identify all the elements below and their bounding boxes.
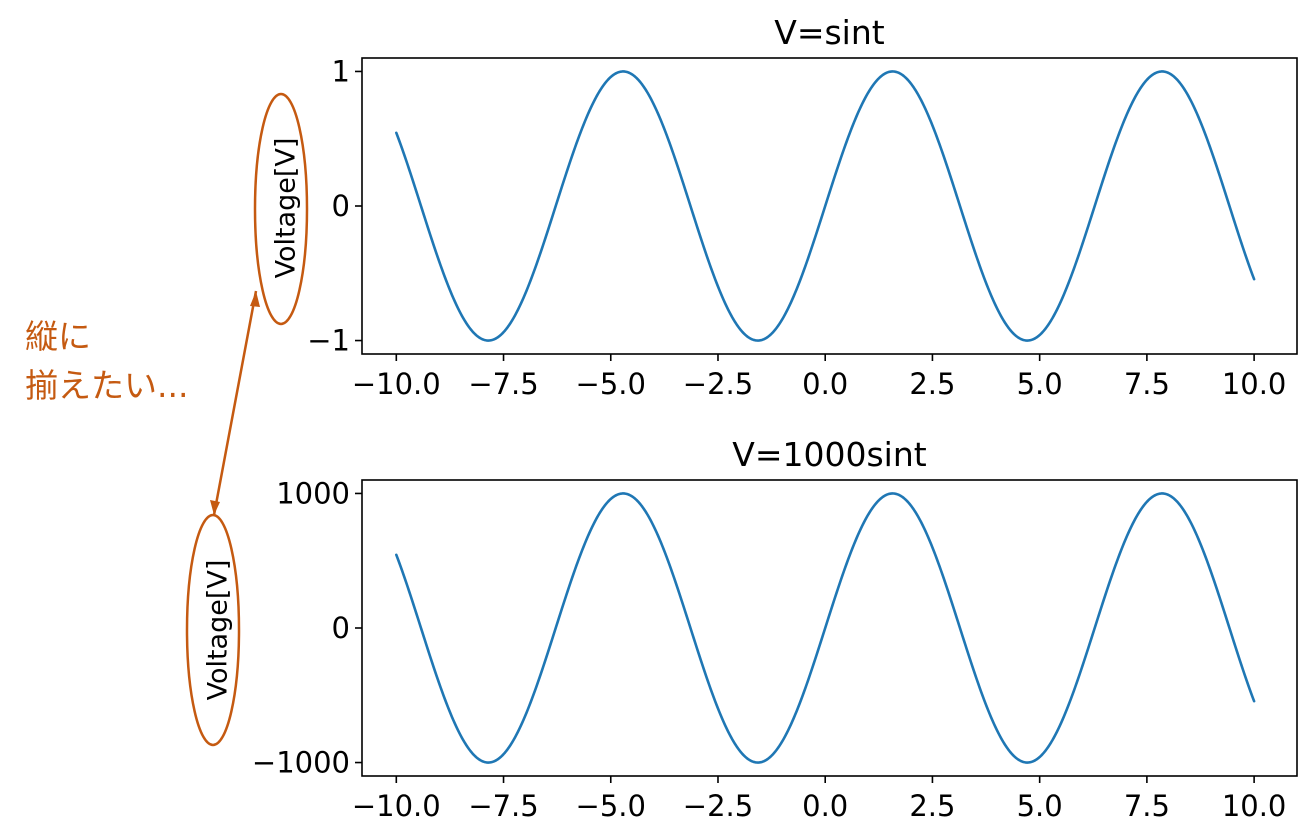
x-tick-label: 0.0 [802,789,848,823]
annotation-ellipse-bottom [185,513,241,747]
chart-title: V=sint [774,13,885,52]
annotation-ellipse-top [253,92,309,326]
x-tick-label: −5.0 [576,367,646,401]
x-tick-label: −2.5 [683,367,753,401]
x-tick-label: −2.5 [683,789,753,823]
y-axis-label: Voltage[V] [270,138,301,279]
x-tick-label: −10.0 [352,367,441,401]
x-tick-label: 2.5 [909,367,955,401]
x-tick-label: −7.5 [468,789,538,823]
x-tick-label: 10.0 [1222,789,1287,823]
x-tick-label: 7.5 [1124,789,1170,823]
subplot-1: −10.0 −7.5 −5.0 −2.5 0.0 2.5 5.0 7.5 10.0 1 0 −1 V=s… [270,13,1298,401]
x-tick-label: 7.5 [1124,367,1170,401]
annotation-line-2: 揃えたい... [25,366,188,405]
y-axis-label: Voltage[V] [202,560,233,701]
x-tick-label: 5.0 [1017,367,1063,401]
series-line-2-1 [395,492,1256,764]
series-line-1-1 [395,70,1256,342]
annotation-arrowhead-top [250,291,260,307]
chart-title: V=1000sint [732,435,926,474]
annotation-arrowhead-bottom [210,500,220,515]
y-tick-label: −1 [307,324,350,358]
x-tick-label: −10.0 [352,789,441,823]
annotation-group: 縦に 揃えたい... [25,92,309,747]
axes-frame [361,479,1298,777]
y-tick-label: 0 [332,189,350,223]
y-tick-label: 1 [332,54,350,88]
x-tick-label: 5.0 [1017,789,1063,823]
y-tick-label: 0 [332,611,350,645]
y-tick-label: −1000 [252,746,350,780]
annotation-line-1: 縦に [25,317,91,356]
axes-frame [361,57,1298,355]
x-tick-label: −5.0 [576,789,646,823]
x-tick-label: 10.0 [1222,367,1287,401]
x-tick-label: −7.5 [468,367,538,401]
y-tick-label: 1000 [276,476,350,510]
x-tick-label: 0.0 [802,367,848,401]
subplot-2: −10.0 −7.5 −5.0 −2.5 0.0 2.5 5.0 7.5 10.0 1000 0 −1… [202,435,1298,823]
annotation-arrow [212,290,258,516]
x-tick-label: 2.5 [909,789,955,823]
